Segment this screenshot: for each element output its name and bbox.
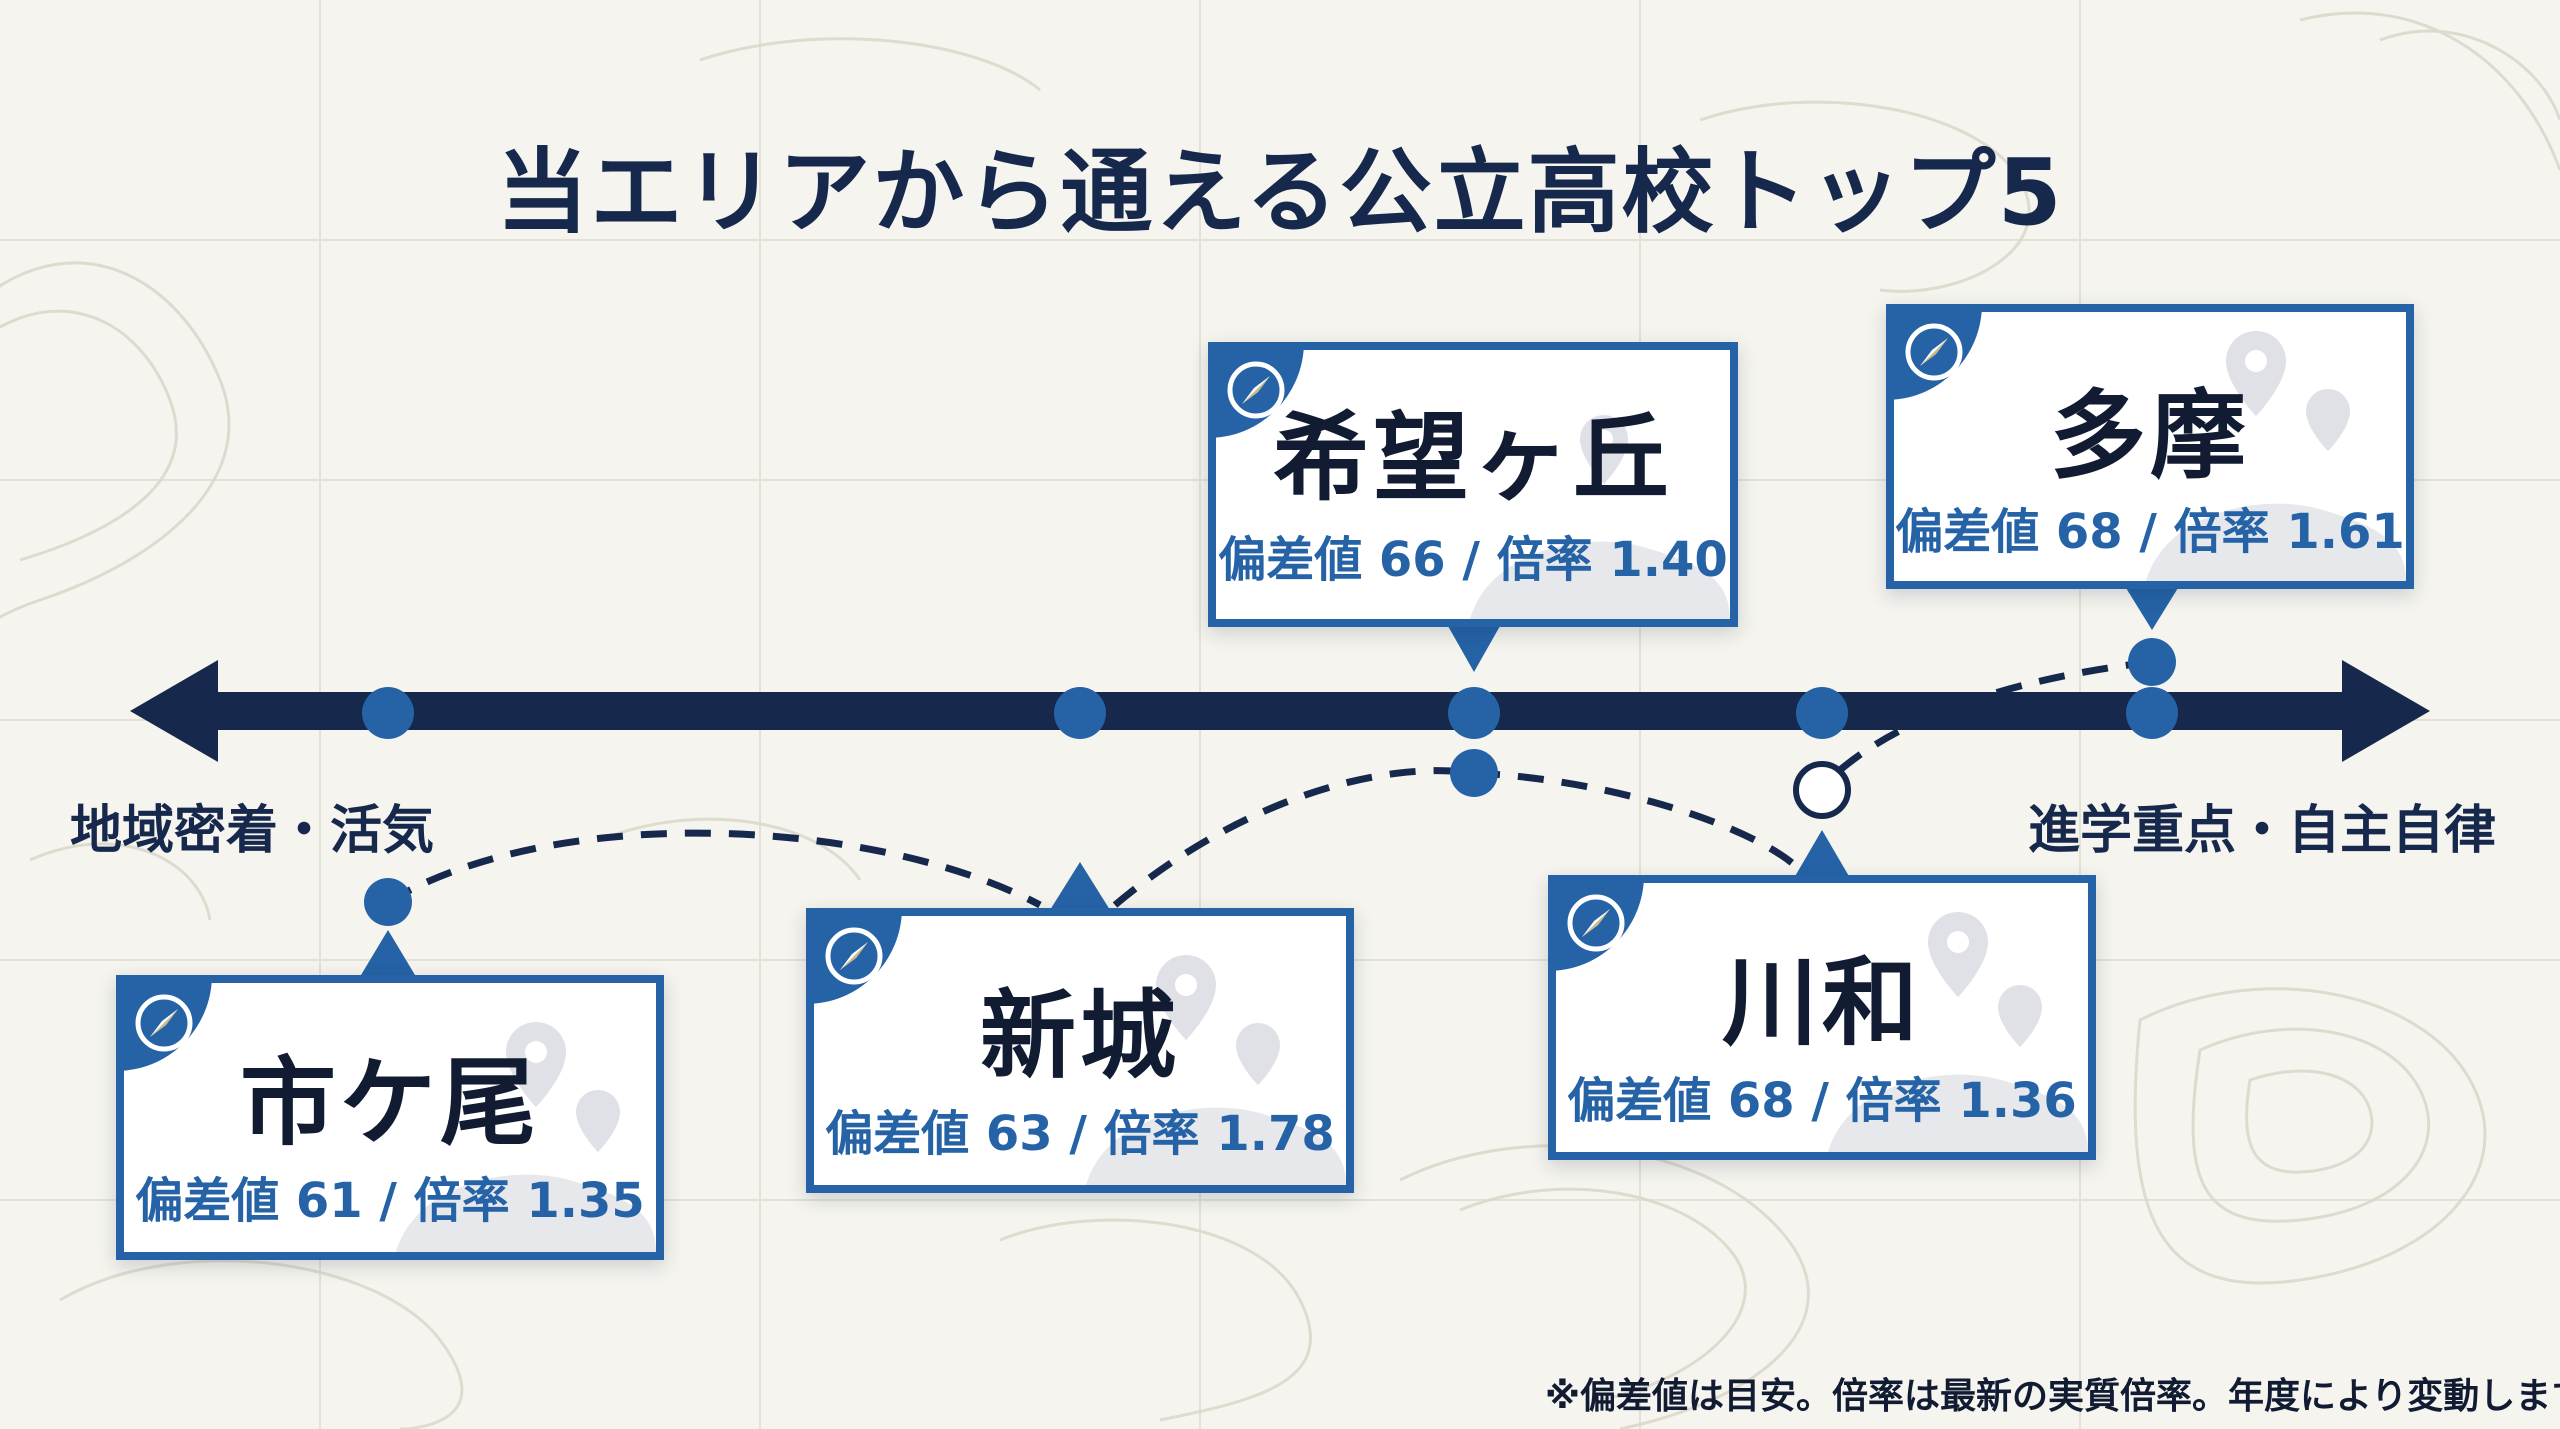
school-stats: 偏差値 68 / 倍率 1.61	[1895, 504, 2405, 560]
axis-left-label: 地域密着・活気	[70, 801, 435, 861]
school-card[interactable]: 新城 偏差値 63 / 倍率 1.78	[806, 908, 1354, 1193]
axis-node	[1796, 687, 1848, 739]
card-pointer	[1794, 830, 1850, 878]
axis-node	[362, 687, 414, 739]
compass-icon	[1567, 894, 1625, 952]
school-name: 多摩	[2050, 380, 2250, 492]
map-pin-icon	[1086, 955, 1346, 1185]
school-name: 川和	[1722, 947, 1922, 1059]
axis-node	[1448, 687, 1500, 739]
connector-node	[1450, 749, 1498, 797]
page-title: 当エリアから通える公立高校トップ5	[496, 139, 2064, 246]
school-stats: 偏差値 63 / 倍率 1.78	[825, 1106, 1335, 1162]
footnote: ※偏差値は目安。倍率は最新の実質倍率。年度により変動します。	[1545, 1376, 2560, 1417]
map-pin-icon	[1828, 912, 2088, 1152]
school-stats: 偏差値 68 / 倍率 1.36	[1567, 1073, 2077, 1129]
card-pointer	[361, 930, 415, 975]
school-card[interactable]: 希望ヶ丘 偏差値 66 / 倍率 1.40	[1208, 342, 1738, 627]
axis-node	[1054, 687, 1106, 739]
map-pin-icon	[2146, 331, 2406, 581]
school-stats: 偏差値 66 / 倍率 1.40	[1218, 532, 1728, 588]
school-stats: 偏差値 61 / 倍率 1.35	[135, 1173, 645, 1229]
school-name: 希望ヶ丘	[1273, 402, 1673, 514]
axis-right-label: 進学重点・自主自律	[2028, 801, 2497, 861]
card-pointer	[1448, 626, 1500, 672]
school-card[interactable]: 多摩 偏差値 68 / 倍率 1.61	[1886, 304, 2414, 589]
school-card[interactable]: 市ケ尾 偏差値 61 / 倍率 1.35	[116, 975, 664, 1260]
school-card[interactable]: 川和 偏差値 68 / 倍率 1.36	[1548, 875, 2096, 1160]
compass-icon	[135, 994, 193, 1052]
school-name: 新城	[980, 980, 1180, 1092]
connector-node	[364, 878, 412, 926]
compass-icon	[1905, 323, 1963, 381]
map-pin-icon	[396, 1022, 656, 1252]
school-name: 市ケ尾	[240, 1047, 540, 1159]
card-pointer	[2126, 588, 2178, 630]
card-pointer	[1050, 862, 1110, 910]
connector-node	[2128, 638, 2176, 686]
arrow-right-icon	[2342, 660, 2430, 762]
connector-line	[1112, 767, 1475, 908]
map-pin-icon	[1470, 415, 1730, 619]
compass-icon	[825, 927, 883, 985]
connector-line	[1473, 769, 1803, 873]
axis-node	[2126, 687, 2178, 739]
compass-icon	[1793, 761, 1851, 819]
arrow-left-icon	[130, 660, 218, 762]
connector-line	[386, 829, 1042, 909]
compass-icon	[1227, 361, 1285, 419]
